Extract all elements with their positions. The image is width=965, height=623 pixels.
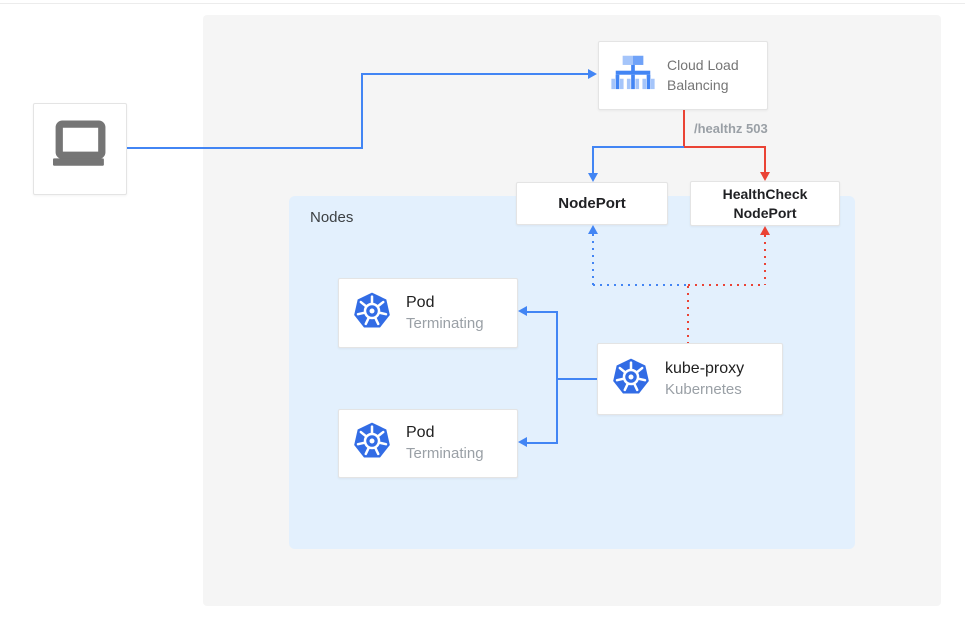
connector-to-pod1: [527, 311, 557, 313]
connector-junction-left-blue: [592, 146, 684, 148]
cloud-load-balancing-node: Cloud Load Balancing: [598, 41, 768, 110]
connector-to-nodeport-v: [592, 146, 594, 173]
healthcheck-nodeport-node: HealthCheck NodePort: [690, 181, 840, 226]
arrowhead-dotted-into-hcnp: [760, 226, 770, 235]
connector-client-h2: [361, 73, 588, 75]
arrowhead-into-hcnp: [760, 172, 770, 181]
nodeport-label: NodePort: [558, 195, 626, 212]
arrowhead-into-pod2: [518, 437, 527, 447]
dotted-up-to-nodeport: [592, 234, 594, 285]
healthcheck-nodeport-label-line1: HealthCheck: [722, 186, 808, 203]
connector-to-pod2: [527, 442, 557, 444]
connector-kubeproxy-out: [557, 378, 597, 380]
arrowhead-into-nodeport: [588, 173, 598, 182]
healthz-label: /healthz 503: [694, 121, 768, 136]
dotted-left-blue: [593, 284, 688, 286]
kube-proxy-node: kube-proxy Kubernetes: [597, 343, 783, 415]
kube-proxy-title: kube-proxy: [665, 359, 745, 377]
connector-pods-trunk: [556, 311, 558, 444]
arrowhead-into-clb: [588, 69, 597, 79]
arrowhead-into-pod1: [518, 306, 527, 316]
pod-2-title: Pod: [406, 424, 435, 442]
laptop-icon: [47, 120, 113, 179]
connector-to-hcnp-v: [764, 146, 766, 172]
cloud-load-balancing-label: Cloud Load Balancing: [667, 56, 739, 93]
nodes-container-label: Nodes: [310, 209, 354, 226]
kube-proxy-text: kube-proxy Kubernetes: [665, 359, 744, 399]
pod-1-text: Pod Terminating: [406, 293, 484, 333]
healthcheck-nodeport-label-line2: NodePort: [733, 204, 797, 221]
dotted-up-to-hcnp: [764, 235, 766, 285]
kubernetes-icon: [352, 421, 392, 466]
dotted-kubeproxy-up: [687, 286, 689, 343]
kubernetes-icon: [611, 357, 651, 402]
connector-client-h: [127, 147, 362, 149]
arrowhead-dotted-into-nodeport: [588, 225, 598, 234]
kubernetes-icon: [352, 291, 392, 336]
connector-clb-down-red: [683, 110, 685, 147]
client-laptop-node: [33, 103, 127, 195]
connector-junction-right-red: [684, 146, 765, 148]
pod-1-status: Terminating: [406, 314, 484, 332]
top-divider: [0, 3, 965, 4]
dotted-right-red: [688, 284, 765, 286]
pod-2-text: Pod Terminating: [406, 423, 484, 463]
kube-proxy-subtitle: Kubernetes: [665, 380, 742, 398]
connector-client-v: [361, 73, 363, 149]
cloud-load-balancing-icon: [610, 53, 656, 98]
pod-1-title: Pod: [406, 293, 435, 311]
nodeport-node: NodePort: [516, 182, 668, 225]
pod-2-status: Terminating: [406, 445, 484, 463]
pod-1-node: Pod Terminating: [338, 278, 518, 348]
pod-2-node: Pod Terminating: [338, 409, 518, 478]
